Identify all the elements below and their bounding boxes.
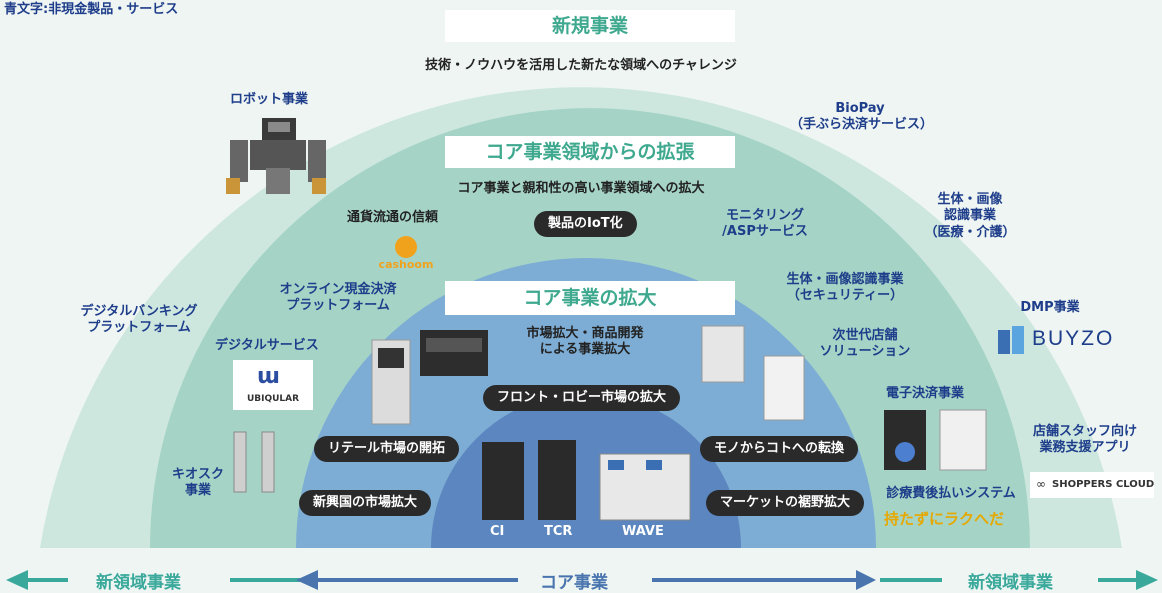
bottom-right-label: 新領域事業: [968, 573, 1053, 593]
digital-banking-line-2: プラットフォーム: [87, 320, 191, 336]
next-store-line-1: 次世代店舗: [832, 328, 898, 343]
biometric-line-1: 生体・画像: [937, 192, 1003, 207]
inner-subtitle: 市場拡大・商品開発 による事業拡大: [500, 326, 670, 359]
online-cash-line-2: プラットフォーム: [286, 298, 390, 314]
store-staff-line-2: 業務支援アプリ: [1039, 440, 1131, 456]
inner-subtitle-line-2: による事業拡大: [539, 342, 631, 358]
ubiqular-logo: ɯ UBIQULAR: [233, 360, 313, 410]
outer-title: 新規事業: [445, 10, 735, 42]
biopay-label: BioPay （手ぶら決済サービス）: [790, 101, 934, 134]
front-lobby-pill: フロント・ロビー市場の拡大: [483, 385, 681, 411]
motanai-logo: 持たずにラクへだ: [884, 510, 1005, 528]
kiosk-line-1: キオスク: [171, 467, 224, 482]
dmp-label: DMP事業: [1020, 300, 1080, 315]
kiosk-line-2: 事業: [184, 483, 211, 499]
product-tcr: TCR: [544, 524, 573, 539]
buyzo-text: BUYZO: [1032, 327, 1115, 350]
shoppers-cloud-logo: ∞ SHOPPERS CLOUD: [1030, 472, 1154, 498]
digital-banking-label: デジタルバンキング プラットフォーム: [64, 304, 214, 337]
ubiqular-text: UBIQULAR: [246, 394, 300, 404]
monitoring-line-1: モニタリング: [725, 208, 804, 223]
arrow-right-tail: [880, 578, 942, 582]
biometric-medical-label: 生体・画像 認識事業 （医療・介護）: [920, 192, 1020, 241]
iot-pill: 製品のIoT化: [534, 211, 637, 237]
mono-koto-pill: モノからコトへの転換: [700, 436, 859, 462]
arrow-left-head: [6, 570, 28, 590]
buyzo-icon: [998, 330, 1010, 354]
biometric-line-3: （医療・介護）: [924, 224, 1016, 240]
arrow-left-shaft: [28, 578, 68, 582]
arrow-right-shaft: [1098, 578, 1140, 582]
bottom-left-label: 新領域事業: [96, 573, 181, 593]
bottom-band: [0, 548, 1162, 591]
arrow-core-left-shaft: [318, 578, 518, 582]
kiosk-label: キオスク 事業: [163, 467, 233, 500]
legend-note: 青文字:非現金製品・サービス: [4, 2, 179, 17]
product-ci: CI: [490, 524, 505, 539]
online-cash-line-1: オンライン現金決済: [279, 282, 397, 297]
arrow-right-head: [1136, 570, 1158, 590]
outer-subtitle: 技術・ノウハウを活用した新たな領域へのチャレンジ: [425, 58, 737, 73]
robot-illustration: [226, 118, 326, 194]
security-line-2: （セキュリティー）: [786, 288, 904, 304]
medical-payment-label: 診療費後払いシステム: [886, 486, 1016, 501]
online-cash-label: オンライン現金決済 プラットフォーム: [258, 282, 418, 315]
biometric-line-2: 認識事業: [943, 208, 996, 224]
inner-subtitle-line-1: 市場拡大・商品開発: [526, 326, 644, 341]
right-machines: [701, 325, 987, 471]
biopay-line-1: BioPay: [835, 101, 885, 116]
middle-subtitle: コア事業と親和性の高い事業領域への拡大: [457, 181, 705, 196]
bottom-center-label: コア事業: [540, 573, 608, 593]
security-label: 生体・画像認識事業 （セキュリティー）: [770, 272, 920, 305]
arrow-left-tail: [230, 578, 300, 582]
next-store-line-2: ソリューション: [819, 344, 911, 360]
buyzo-icon-2: [1012, 326, 1024, 354]
robot-label: ロボット事業: [230, 92, 309, 107]
cashoom-icon: [395, 236, 417, 258]
security-line-1: 生体・画像認識事業: [786, 272, 904, 287]
digital-banking-line-1: デジタルバンキング: [80, 304, 198, 319]
biopay-line-2: （手ぶら決済サービス）: [790, 117, 934, 133]
epayment-label: 電子決済事業: [885, 386, 964, 401]
next-store-label: 次世代店舗 ソリューション: [800, 328, 930, 361]
arrow-core-right-shaft: [652, 578, 858, 582]
store-staff-label: 店舗スタッフ向け 業務支援アプリ: [1015, 424, 1155, 457]
buyzo-logo: BUYZO: [998, 322, 1112, 360]
retail-pill: リテール市場の開拓: [314, 436, 460, 462]
arrow-core-left-head: [296, 570, 318, 590]
emerging-pill: 新興国の市場拡大: [299, 490, 432, 516]
middle-title: コア事業領域からの拡張: [445, 136, 735, 168]
currency-trust-label: 通貨流通の信頼: [347, 210, 439, 225]
kiosk-machines: [233, 330, 488, 493]
monitoring-label: モニタリング /ASPサービス: [700, 208, 830, 241]
cashoom-logo: cashoom: [366, 236, 446, 272]
shoppers-icon: ∞: [1036, 477, 1046, 491]
ubiqular-icon: ɯ: [257, 364, 280, 389]
product-wave: WAVE: [622, 524, 664, 539]
inner-title: コア事業の拡大: [445, 281, 735, 315]
market-base-pill: マーケットの裾野拡大: [706, 490, 865, 516]
core-products: [482, 440, 691, 521]
digital-service-label: デジタルサービス: [215, 338, 319, 353]
shoppers-text: SHOPPERS CLOUD: [1052, 479, 1155, 490]
store-staff-line-1: 店舗スタッフ向け: [1032, 424, 1137, 439]
arrow-core-right-head: [856, 570, 876, 590]
monitoring-line-2: /ASPサービス: [722, 224, 808, 240]
cashoom-text: cashoom: [378, 258, 434, 271]
